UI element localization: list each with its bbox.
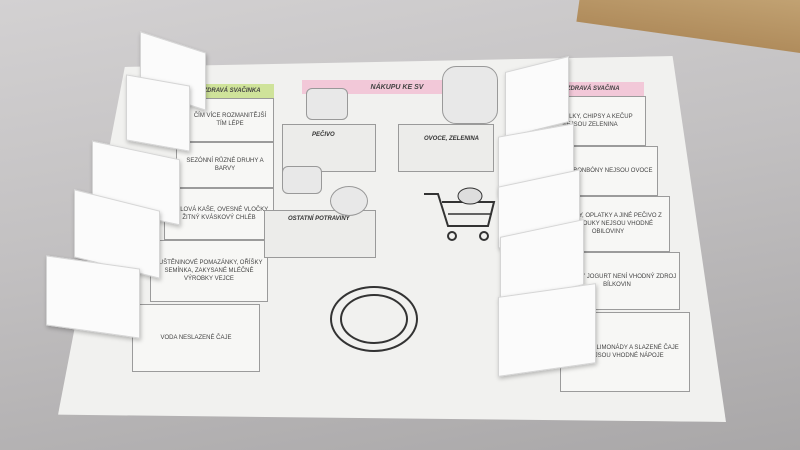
- pocket-ovoce-zelenina[interactable]: [398, 124, 494, 172]
- left-flap-2[interactable]: [126, 74, 190, 152]
- left-cell-2: SEZÓNNÍ RŮZNÉ DRUHY A BARVY: [176, 142, 274, 188]
- left-cell-5: VODA NESLAZENÉ ČAJE: [132, 304, 260, 372]
- pocket-label-pecivo: PEČIVO: [312, 132, 335, 138]
- left-cell-3: JÁHLOVÁ KAŠE, OVESNÉ VLOČKY, ŽITNÝ KVÁSK…: [164, 188, 274, 240]
- plate-outer-ring: [330, 286, 418, 352]
- shopping-cart-icon: [424, 187, 496, 241]
- right-flap-5[interactable]: [498, 283, 596, 377]
- pocket-label-ovoce: OVOCE, ZELENINA: [424, 136, 480, 142]
- box-sticker-icon: [282, 166, 322, 194]
- vegetables-sticker-icon: [442, 66, 498, 124]
- pocket-label-ostatni: OSTATNÍ POTRAVINY: [288, 216, 350, 222]
- plate-inner-ring: [340, 294, 408, 344]
- cheese-sticker-icon: [330, 186, 368, 216]
- left-column-header: ZDRAVÁ SVAČINKA: [190, 84, 274, 98]
- pocket-ostatni[interactable]: [264, 210, 376, 258]
- left-cell-4: LUŠTĚNINOVÉ POMAZÁNKY, OŘÍŠKY SEMÍNKA, Z…: [150, 240, 268, 302]
- left-flap-5[interactable]: [46, 255, 140, 339]
- pocket-pecivo[interactable]: [282, 124, 376, 172]
- bread-sticker-icon: [306, 88, 348, 120]
